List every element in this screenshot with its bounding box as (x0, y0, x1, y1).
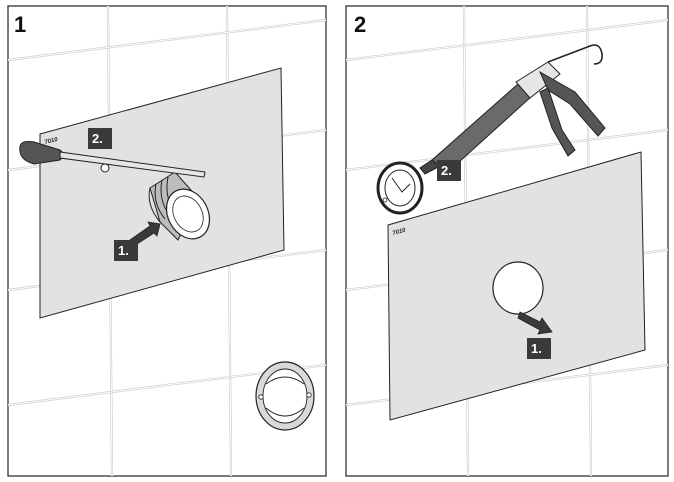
pipe-sleeve (148, 171, 211, 241)
template-plate-panel-2: 7010 (387, 151, 646, 421)
caulking-gun-icon (419, 44, 606, 175)
step-badge-2-panel-2-label: 2. (441, 163, 452, 178)
wall-outlet-box (255, 361, 315, 431)
step-badge-2-label: 2. (92, 131, 103, 146)
panel-2: 2 2. 7010 (345, 5, 669, 477)
step-badge-1-panel-2: 1. (527, 338, 551, 359)
sealed-socket (376, 161, 424, 215)
panel-1: 1 7010 2. (7, 5, 327, 477)
step-number-2: 2 (354, 12, 366, 37)
step-badge-2-panel-2: 2. (437, 160, 461, 181)
screwdriver-icon (19, 141, 206, 178)
step-badge-1: 1. (114, 240, 138, 261)
plate-brand-label-panel-2: 7010 (392, 228, 407, 237)
step-number-1: 1 (14, 12, 26, 37)
plate-cutout (492, 261, 544, 315)
step-badge-1-label: 1. (118, 243, 129, 258)
plate-brand-label: 7010 (44, 137, 59, 146)
step-badge-2: 2. (88, 128, 112, 149)
step-badge-1-panel-2-label: 1. (531, 341, 542, 356)
arrow-icon-panel-2 (517, 311, 553, 335)
